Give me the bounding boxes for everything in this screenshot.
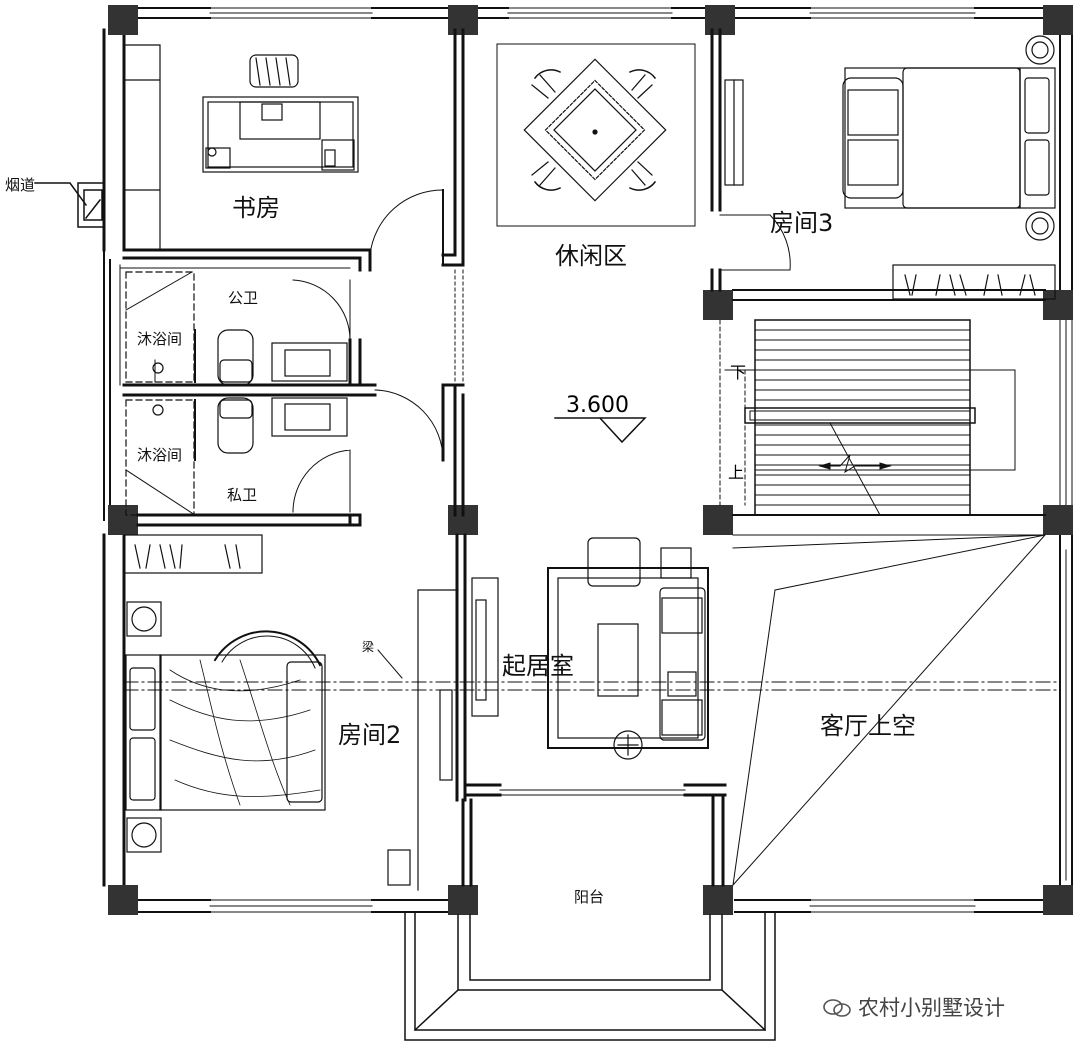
leisure-label: 休闲区 bbox=[555, 242, 627, 270]
stairs-up-label: 上 bbox=[728, 463, 744, 482]
study-furniture bbox=[123, 44, 359, 251]
public-bath-label: 公卫 bbox=[228, 289, 259, 307]
room2-furniture bbox=[123, 534, 459, 891]
public-bath bbox=[125, 271, 351, 386]
opening-line bbox=[454, 269, 464, 386]
room3-label: 房间3 bbox=[770, 209, 834, 237]
watermark: 农村小别墅设计 bbox=[822, 992, 1005, 1022]
leisure-table bbox=[496, 43, 696, 227]
stairs-down-label: 下 bbox=[730, 363, 746, 382]
chimney bbox=[34, 182, 105, 228]
living-label: 起居室 bbox=[502, 652, 574, 680]
balcony-railing bbox=[404, 789, 776, 1041]
wechat-icon bbox=[823, 999, 851, 1017]
shower2-label: 沐浴间 bbox=[137, 446, 183, 464]
watermark-text: 农村小别墅设计 bbox=[858, 996, 1005, 1020]
living-furniture bbox=[471, 537, 709, 760]
study-label: 书房 bbox=[232, 194, 280, 222]
beam-label: 梁 bbox=[362, 640, 375, 654]
private-bath bbox=[125, 389, 444, 516]
structural-columns bbox=[108, 5, 1073, 915]
void-lines bbox=[732, 534, 1046, 886]
balcony-label: 阳台 bbox=[574, 888, 605, 906]
beam-line bbox=[123, 681, 1061, 691]
room3-furniture bbox=[719, 35, 1056, 300]
shower1-label: 沐浴间 bbox=[137, 330, 183, 348]
stairs bbox=[719, 319, 1016, 516]
void-label: 客厅上空 bbox=[820, 712, 916, 740]
elevation-marker bbox=[554, 416, 647, 444]
chimney-label: 烟道 bbox=[5, 176, 36, 194]
study-door bbox=[369, 189, 444, 256]
room2-label: 房间2 bbox=[338, 721, 402, 749]
elevation-value: 3.600 bbox=[566, 393, 629, 418]
private-bath-label: 私卫 bbox=[227, 486, 258, 504]
exterior-walls bbox=[102, 7, 1073, 913]
